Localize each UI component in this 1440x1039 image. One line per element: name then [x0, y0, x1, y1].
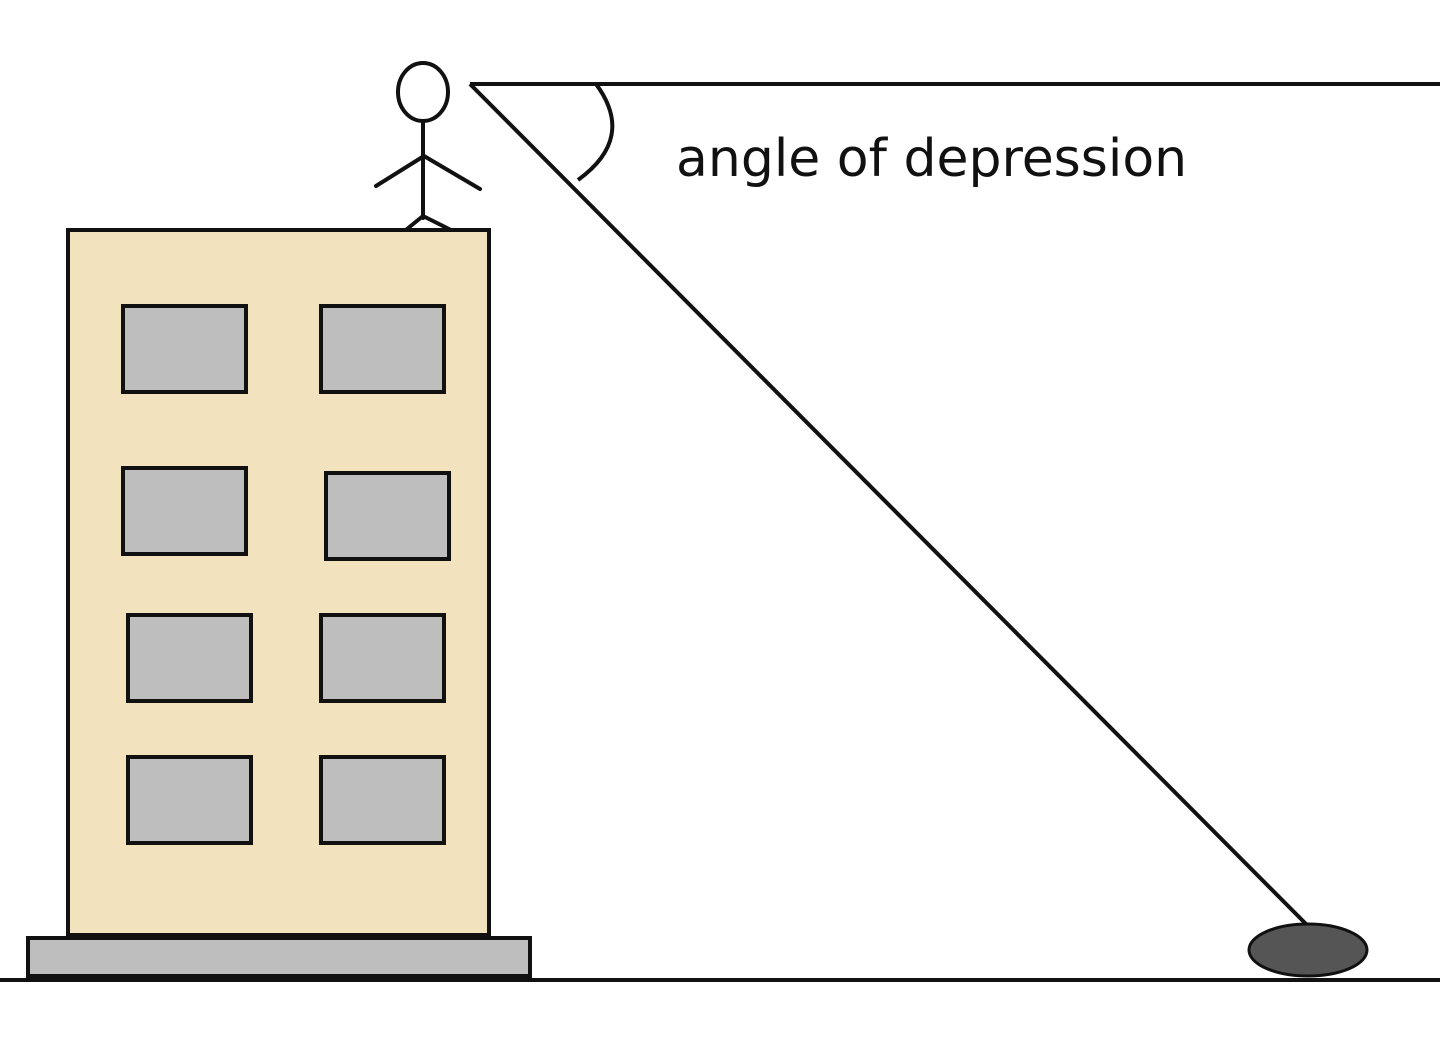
window: [126, 755, 253, 845]
window: [121, 304, 248, 394]
window: [121, 466, 248, 556]
observer-stick-figure: [374, 61, 482, 231]
observer-left-leg: [405, 214, 425, 231]
window: [319, 755, 446, 845]
observer-head: [396, 61, 450, 123]
window: [319, 613, 446, 703]
angle-arc: [576, 82, 615, 182]
window: [126, 613, 253, 703]
observer-left-arm: [374, 154, 426, 188]
building-windows: [121, 304, 451, 845]
line-of-sight: [468, 82, 1310, 928]
window: [324, 471, 451, 561]
angle-label: angle of depression: [676, 129, 1187, 189]
observer-right-leg: [421, 214, 451, 231]
ground-object: [1247, 922, 1369, 978]
window: [319, 304, 446, 394]
building-base: [26, 936, 532, 978]
observer-right-arm: [422, 154, 482, 191]
